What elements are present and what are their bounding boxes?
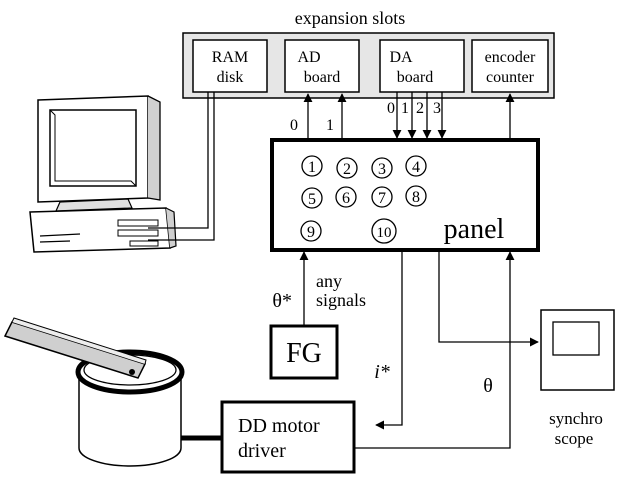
dd-motor-driver-box: DD motor driver [220,400,356,474]
dd-motor-driver-line1: DD motor [238,415,320,437]
panel-terminals: 1 2 3 4 5 6 7 8 9 10 [300,155,427,244]
ad-board-label-line1: AD [297,49,320,66]
theta-label: θ [483,375,493,397]
da-board-label-line1: DA [389,49,413,66]
terminal-6-label: 6 [342,190,350,207]
encoder-counter-slot: encoder counter [471,39,549,93]
terminal-10-label: 10 [377,225,392,241]
terminal-3: 3 [371,157,393,179]
terminal-10: 10 [371,218,397,244]
theta-wire [354,251,515,449]
fg-label: FG [286,338,322,369]
ad-channel-1-label: 1 [326,117,334,134]
expansion-slots-title: expansion slots [295,8,406,28]
terminal-3-label: 3 [378,161,386,178]
da-channel-arrows: 0 1 2 3 [387,92,447,139]
terminal-2-label: 2 [343,161,351,178]
terminal-2: 2 [336,157,358,179]
terminal-8: 8 [405,185,427,207]
scope-label-line2: scope [555,429,594,448]
da-channel-3-label: 3 [433,100,441,117]
any-signals-line1: any [316,271,342,291]
ad-board-slot: AD board [284,39,360,93]
terminal-7-label: 7 [378,190,386,207]
i-star-label: i* [374,361,390,383]
terminal-9: 9 [300,220,322,242]
ram-disk-label-line2: disk [217,69,244,86]
panel-box: panel [270,138,540,252]
ram-disk-cable-inner [148,92,215,241]
dd-motor-driver-line2: driver [238,440,286,462]
panel-label: panel [444,214,505,245]
any-signals-line2: signals [316,290,366,310]
dd-motor-icon [3,317,185,467]
terminal-8-label: 8 [412,189,420,206]
da-board-label-line2: board [397,69,433,86]
da-board-slot: DA board [379,39,465,93]
fg-box: FG [269,324,339,380]
synchro-scope-icon [540,309,615,391]
scope-wire [438,252,539,347]
scope-label-line1: synchro [549,409,603,428]
terminal-7: 7 [371,186,393,208]
terminal-5-label: 5 [308,191,316,208]
da-channel-2-label: 2 [416,100,424,117]
theta-star-label: θ* [272,290,292,312]
terminal-6: 6 [335,186,357,208]
da-channel-1-label: 1 [401,100,409,117]
terminal-9-label: 9 [307,224,315,241]
ram-disk-cable-outer [148,92,209,229]
i-star-wire [375,252,403,430]
encoder-counter-label-line1: encoder [485,49,536,66]
da-channel-0-label: 0 [387,100,395,117]
ram-disk-label-line1: RAM [212,49,248,66]
ad-channel-arrows: 0 1 [290,93,347,140]
terminal-5: 5 [301,187,323,209]
ad-board-label-line2: board [304,69,340,86]
terminal-4-label: 4 [412,159,420,176]
ad-channel-0-label: 0 [290,117,298,134]
terminal-1-label: 1 [308,159,316,176]
terminal-1: 1 [301,155,323,177]
ram-disk-slot: RAM disk [192,39,268,93]
encoder-counter-label-line2: counter [486,69,535,86]
terminal-4: 4 [405,155,427,177]
